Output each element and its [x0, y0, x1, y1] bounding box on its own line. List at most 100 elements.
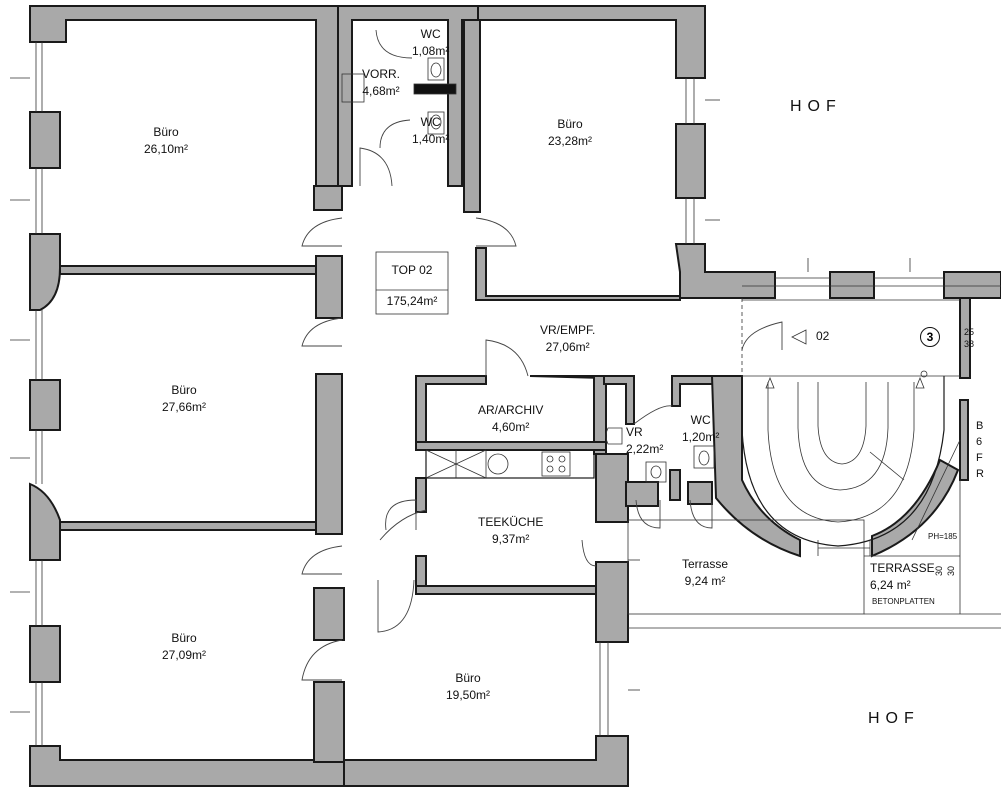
- room-area: 2,22m²: [626, 442, 664, 456]
- unit-area: 175,24m²: [386, 294, 438, 308]
- room-name: WC: [420, 115, 441, 129]
- room-vorraum: VORR. 4,68m²: [362, 66, 400, 100]
- room-name: VR/EMPF.: [540, 323, 596, 337]
- stair-arrow-up-left: [765, 376, 775, 389]
- wall-bottom-left: [29, 745, 345, 787]
- wc-fixtures: [341, 57, 715, 483]
- terrasse-outline: [627, 519, 865, 615]
- cut-label-r: R: [976, 468, 984, 480]
- pillar-left-3: [29, 379, 61, 431]
- wall-right-side2: [959, 399, 969, 481]
- room-area: 27,09m²: [162, 648, 207, 662]
- wall-corridor-b: [315, 373, 343, 535]
- cut-label-b: B: [976, 420, 984, 432]
- stair-arrow-up-right: [915, 376, 925, 389]
- room-name: WC: [420, 27, 441, 41]
- wall-wc-base: [687, 481, 713, 505]
- room-teekueche: TEEKÜCHE 9,37m²: [478, 514, 543, 548]
- wall-buero3-4: [59, 521, 341, 531]
- room-buero-5: Büro 19,50m²: [446, 670, 490, 704]
- room-name: Büro: [171, 383, 197, 397]
- room-area: 1,40m²: [412, 132, 450, 146]
- wall-kitchen-right: [595, 453, 629, 523]
- room-archiv: AR/ARCHIV 4,60m²: [478, 402, 543, 436]
- wall-right-top: [829, 271, 875, 299]
- room-area: 4,68m²: [362, 84, 400, 98]
- room-name: WC: [690, 413, 711, 427]
- pillar-left-4: [29, 482, 61, 561]
- wall-vr-base: [625, 481, 659, 507]
- wall-buero2-base: [475, 247, 681, 301]
- room-area: 4,60m²: [491, 420, 530, 434]
- room-name: Büro: [153, 125, 179, 139]
- room-vr: VR 2,22m²: [626, 424, 663, 458]
- wall-kitchen-left: [415, 477, 427, 513]
- wall-corridor-e: [313, 185, 343, 211]
- wall-buero2-right: [675, 123, 706, 199]
- kitchen-counter: [425, 449, 595, 479]
- stair-point: [920, 370, 928, 378]
- wall-top-wc: [337, 5, 479, 187]
- room-area: 1,20m²: [682, 430, 720, 444]
- room-area: 23,28m²: [548, 134, 593, 148]
- room-terrasse: Terrasse 9,24 m²: [682, 556, 728, 590]
- room-buero-2: Büro 23,28m²: [548, 116, 592, 150]
- stair-inner-arc: [797, 382, 889, 491]
- room-area: 9,24 m²: [684, 574, 726, 588]
- wall-corridor-a: [315, 255, 343, 319]
- room-area: 1,08m²: [412, 44, 450, 58]
- pillar-left-5: [29, 625, 61, 683]
- stair-core: [817, 382, 867, 465]
- wall-corridor-d: [313, 681, 345, 763]
- ph-label: PH=185: [928, 532, 958, 541]
- room-wc-3: WC 1,20m²: [682, 412, 719, 446]
- room-buero-3: Büro 27,66m²: [162, 382, 206, 416]
- room-buero-4: Büro 27,09m²: [162, 630, 206, 664]
- wall-right-side: [959, 297, 971, 379]
- courtyard-label-top: HOF: [790, 98, 842, 115]
- staircase-number: 3: [920, 327, 940, 347]
- courtyard-label-bottom: HOF: [868, 710, 920, 727]
- room-name: TEEKÜCHE: [478, 515, 544, 529]
- windows: [10, 42, 944, 746]
- wall-top-left: [29, 5, 339, 191]
- wall-kitchen-base: [415, 585, 597, 595]
- pillar-left-1: [29, 111, 61, 169]
- stair-mid-arc: [767, 382, 915, 523]
- wall-archiv-base: [415, 441, 607, 451]
- side-label-38: 38: [964, 339, 975, 349]
- room-name: TERRASSE: [870, 561, 935, 575]
- room-name: VR: [626, 425, 643, 439]
- unit-box: [375, 251, 449, 315]
- betonplatten-label: BETONPLATTEN: [872, 597, 935, 606]
- room-area: 9,37m²: [491, 532, 530, 546]
- room-wc-1: WC 1,08m²: [412, 26, 449, 60]
- stair-arrow-label: 02: [816, 329, 830, 343]
- wall-top-right: [477, 5, 706, 79]
- stair-direction-arrow: [791, 329, 807, 345]
- room-area: 27,66m²: [162, 400, 207, 414]
- wall-vr-wc: [669, 469, 681, 501]
- unit-name: TOP 02: [391, 263, 433, 277]
- wall-buero2-left: [463, 19, 481, 213]
- room-wc-2: WC 1,40m²: [412, 114, 449, 148]
- cut-label-6: 6: [976, 436, 983, 448]
- stair-diag: [911, 439, 961, 541]
- wall-archiv: [415, 375, 487, 443]
- room-name: Büro: [557, 117, 583, 131]
- cut-label-f: F: [976, 452, 983, 464]
- dim-label-30a: 30: [934, 565, 945, 577]
- room-terrasse-2: TERRASSE 6,24 m²: [870, 560, 935, 594]
- wall-stair: [710, 375, 801, 558]
- room-vr-empf: VR/EMPF. 27,06m²: [540, 322, 595, 356]
- room-buero-1: Büro 26,10m²: [144, 124, 188, 158]
- doors: [301, 29, 783, 681]
- room-name: VORR.: [362, 67, 401, 81]
- wall-kitchen-right-b: [595, 561, 629, 643]
- wall-kitchen-left-b: [415, 555, 427, 591]
- room-name: AR/ARCHIV: [478, 403, 544, 417]
- room-area: 6,24 m²: [870, 578, 911, 592]
- wall-bottom-mid: [343, 735, 629, 787]
- stair-outer-arc: [741, 376, 945, 547]
- stair-arrow-line: [869, 451, 905, 481]
